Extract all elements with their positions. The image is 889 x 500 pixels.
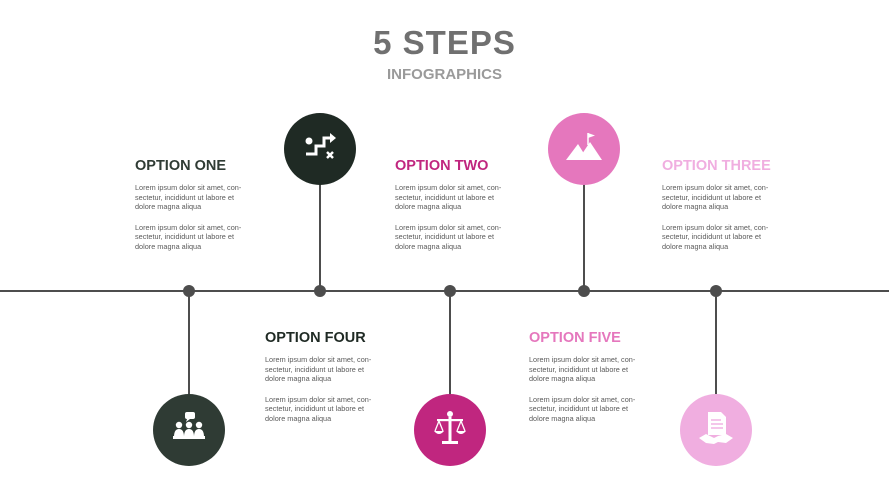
- strategy-icon: [300, 127, 340, 172]
- step-circle: [680, 394, 752, 466]
- page-title: 5 STEPS: [373, 24, 516, 61]
- step-description: Lorem ipsum dolor sit amet, con-sectetur…: [265, 394, 372, 423]
- step-title: OPTION ONE: [135, 158, 227, 174]
- step-text-block: OPTION THREE Lorem ipsum dolor sit amet,…: [662, 158, 780, 263]
- meeting-icon: [169, 408, 209, 453]
- step-description: Lorem ipsum dolor sit amet, con-sectetur…: [662, 183, 769, 212]
- step-description: Lorem ipsum dolor sit amet, con-sectetur…: [135, 183, 242, 212]
- step-text-block: OPTION FOUR Lorem ipsum dolor sit amet, …: [265, 330, 383, 435]
- step-description: Lorem ipsum dolor sit amet, con-sectetur…: [395, 183, 502, 212]
- connector-line: [449, 291, 451, 401]
- step-description: Lorem ipsum dolor sit amet, con-sectetur…: [662, 222, 769, 251]
- step-title: OPTION TWO: [395, 158, 489, 174]
- connector-line: [715, 291, 717, 401]
- step-circle: [414, 394, 486, 466]
- timeline-dot: [314, 285, 326, 297]
- step-text-block: OPTION FIVE Lorem ipsum dolor sit amet, …: [529, 330, 647, 435]
- mountain-flag-icon: [564, 127, 604, 172]
- step-circle: [548, 113, 620, 185]
- timeline-dot: [578, 285, 590, 297]
- connector-line: [188, 291, 190, 401]
- step-description: Lorem ipsum dolor sit amet, con-sectetur…: [135, 222, 242, 251]
- justice-scale-icon: [430, 408, 470, 453]
- step-description: Lorem ipsum dolor sit amet, con-sectetur…: [395, 222, 502, 251]
- step-description: Lorem ipsum dolor sit amet, con-sectetur…: [529, 355, 636, 384]
- step-title: OPTION THREE: [662, 158, 771, 174]
- step-title: OPTION FOUR: [265, 330, 366, 346]
- connector-line: [583, 182, 585, 291]
- page-subtitle: INFOGRAPHICS: [386, 66, 502, 83]
- step-circle: [284, 113, 356, 185]
- step-description: Lorem ipsum dolor sit amet, con-sectetur…: [265, 355, 372, 384]
- step-description: Lorem ipsum dolor sit amet, con-sectetur…: [529, 394, 636, 423]
- step-title: OPTION FIVE: [529, 330, 621, 346]
- step-circle: [153, 394, 225, 466]
- contract-handshake-icon: [696, 408, 736, 453]
- step-text-block: OPTION TWO Lorem ipsum dolor sit amet, c…: [395, 158, 513, 263]
- step-text-block: OPTION ONE Lorem ipsum dolor sit amet, c…: [135, 158, 253, 263]
- connector-line: [319, 182, 321, 291]
